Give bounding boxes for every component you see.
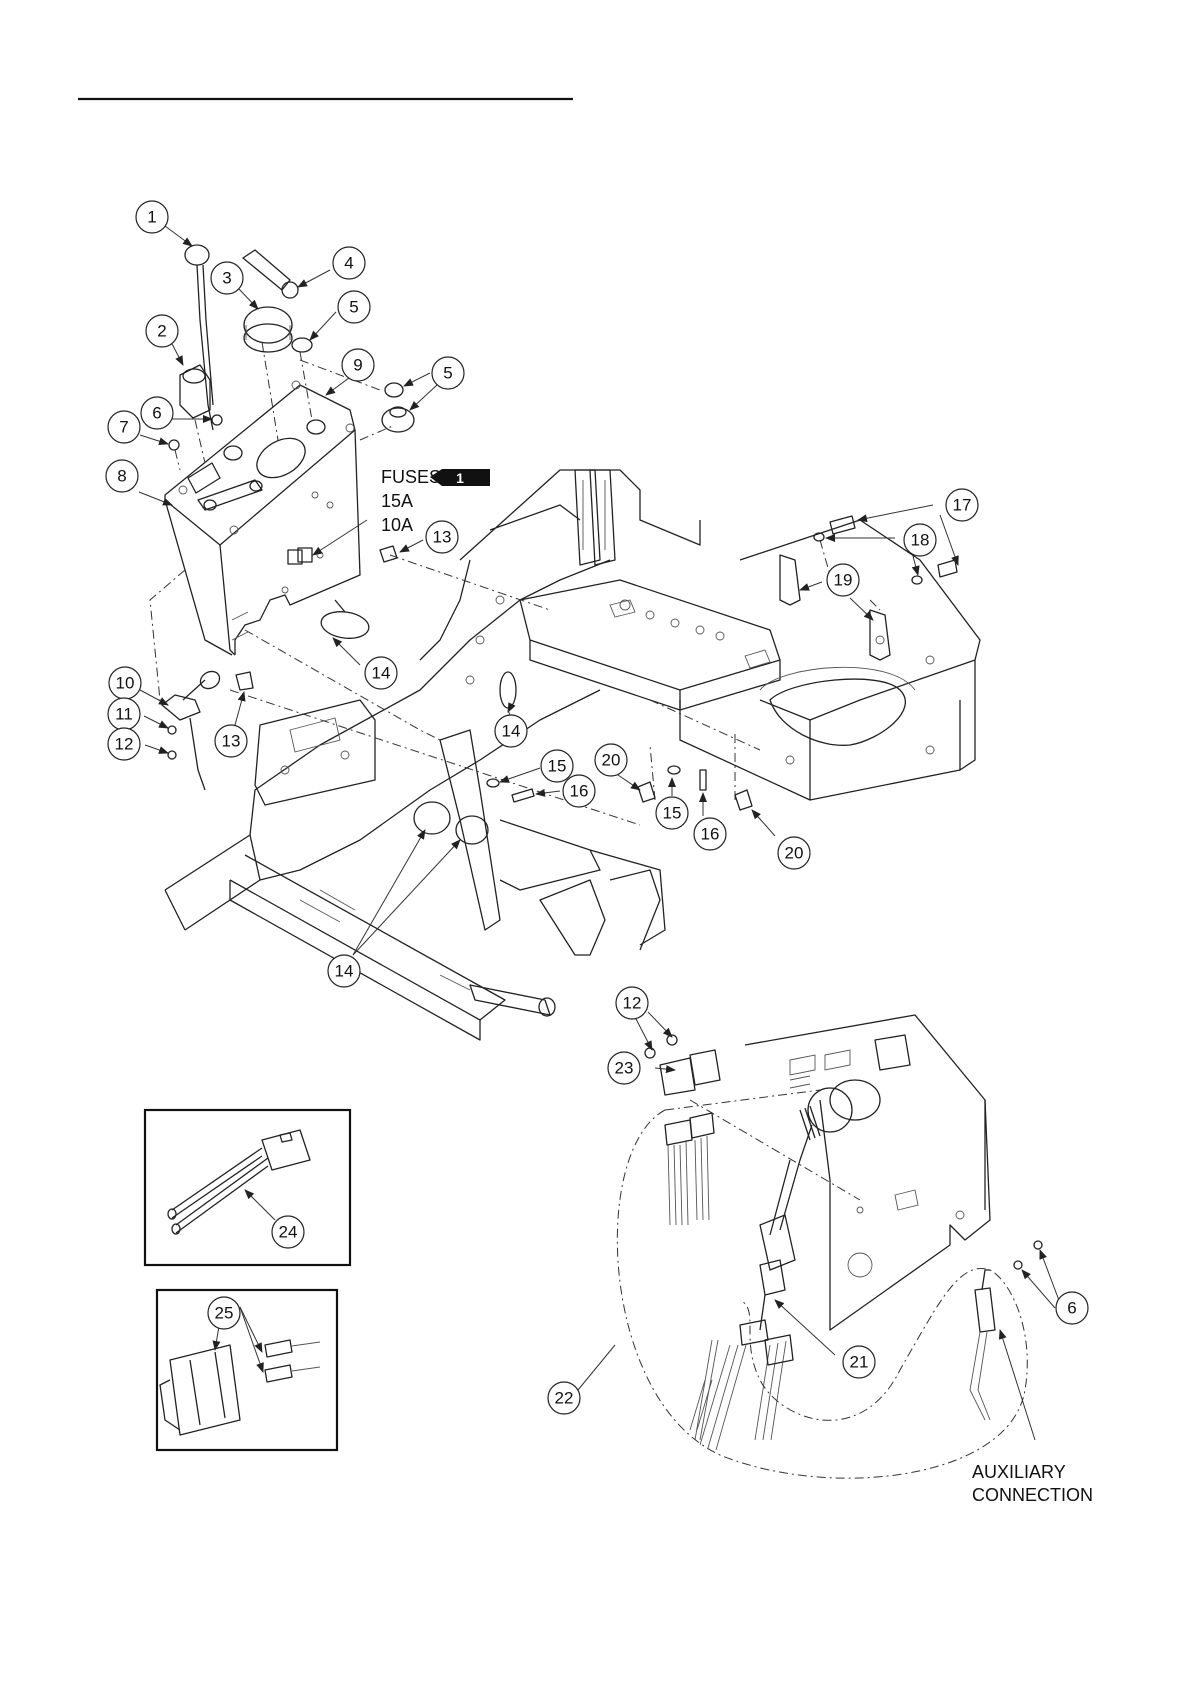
svg-text:7: 7 — [119, 418, 128, 437]
svg-text:22: 22 — [555, 1389, 574, 1408]
callout-6b: 6 — [1056, 1292, 1088, 1324]
callout-4: 4 — [333, 247, 365, 279]
callout-11: 11 — [108, 698, 140, 730]
callout-14b: 14 — [495, 715, 527, 747]
aux-line-2: CONNECTION — [972, 1485, 1093, 1505]
svg-text:16: 16 — [570, 782, 589, 801]
svg-text:3: 3 — [222, 269, 231, 288]
callout-17: 17 — [946, 489, 978, 521]
chassis-frame — [165, 470, 980, 1040]
callout-23: 23 — [608, 1052, 640, 1084]
callout-14c: 14 — [328, 955, 360, 987]
svg-text:15: 15 — [548, 757, 567, 776]
fuse-15a: 15A — [381, 491, 413, 511]
callout-9: 9 — [342, 349, 374, 381]
harness-panel — [617, 1015, 1042, 1478]
svg-text:17: 17 — [953, 496, 972, 515]
fuse-ref-number: 1 — [456, 470, 464, 486]
callout-13b: 13 — [215, 725, 247, 757]
callout-6a: 6 — [141, 397, 173, 429]
callout-2: 2 — [146, 315, 178, 347]
top-components — [162, 245, 414, 790]
svg-text:14: 14 — [335, 962, 354, 981]
svg-text:11: 11 — [115, 705, 133, 724]
callout-24: 24 — [272, 1216, 304, 1248]
svg-text:4: 4 — [344, 254, 353, 273]
callout-12b: 12 — [616, 987, 648, 1019]
svg-text:14: 14 — [502, 722, 521, 741]
control-box — [165, 381, 397, 690]
callout-1: 1 — [136, 201, 168, 233]
svg-text:19: 19 — [834, 571, 853, 590]
assembly-lines — [150, 342, 880, 825]
svg-text:6: 6 — [152, 404, 161, 423]
callout-15b: 15 — [656, 797, 688, 829]
svg-text:15: 15 — [663, 804, 682, 823]
callout-10: 10 — [109, 667, 141, 699]
svg-text:5: 5 — [443, 364, 452, 383]
callout-14a: 14 — [365, 657, 397, 689]
callout-7: 7 — [108, 411, 140, 443]
callout-5b: 5 — [432, 357, 464, 389]
aux-line-1: AUXILIARY — [972, 1462, 1066, 1482]
svg-text:13: 13 — [222, 732, 241, 751]
svg-text:20: 20 — [785, 844, 804, 863]
callout-12a: 12 — [108, 728, 140, 760]
clamp-rings — [319, 600, 516, 844]
callout-13a: 13 — [426, 521, 458, 553]
callout-19: 19 — [827, 564, 859, 596]
callout-22: 22 — [548, 1382, 580, 1414]
inset-box-25 — [157, 1290, 337, 1450]
svg-text:12: 12 — [623, 994, 642, 1013]
svg-text:13: 13 — [433, 528, 452, 547]
svg-text:21: 21 — [850, 1353, 869, 1372]
callout-5a: 5 — [338, 291, 370, 323]
svg-text:14: 14 — [372, 664, 391, 683]
svg-text:12: 12 — [115, 735, 134, 754]
svg-text:6: 6 — [1067, 1299, 1076, 1318]
svg-text:1: 1 — [147, 208, 156, 227]
callout-8: 8 — [106, 460, 138, 492]
leader-lines — [139, 226, 1060, 1440]
aux-connection-label: AUXILIARY CONNECTION — [972, 1462, 1093, 1505]
callout-15a: 15 — [541, 750, 573, 782]
svg-text:8: 8 — [117, 467, 126, 486]
leader-22 — [578, 1345, 615, 1390]
svg-text:9: 9 — [353, 356, 362, 375]
svg-text:25: 25 — [215, 1304, 234, 1323]
svg-text:23: 23 — [615, 1059, 634, 1078]
svg-text:10: 10 — [116, 674, 135, 693]
callout-16b: 16 — [694, 818, 726, 850]
svg-text:2: 2 — [157, 322, 166, 341]
callout-18: 18 — [904, 524, 936, 556]
svg-text:20: 20 — [602, 751, 621, 770]
svg-text:18: 18 — [911, 531, 930, 550]
callout-16a: 16 — [563, 775, 595, 807]
fuse-10a: 10A — [381, 515, 413, 535]
svg-text:24: 24 — [279, 1223, 298, 1242]
inset-box-24 — [145, 1110, 350, 1265]
svg-text:16: 16 — [701, 825, 720, 844]
callout-25: 25 — [208, 1297, 240, 1329]
callout-20b: 20 — [778, 837, 810, 869]
svg-text:5: 5 — [349, 298, 358, 317]
callout-20a: 20 — [595, 744, 627, 776]
callout-3: 3 — [211, 262, 243, 294]
callout-21: 21 — [843, 1346, 875, 1378]
